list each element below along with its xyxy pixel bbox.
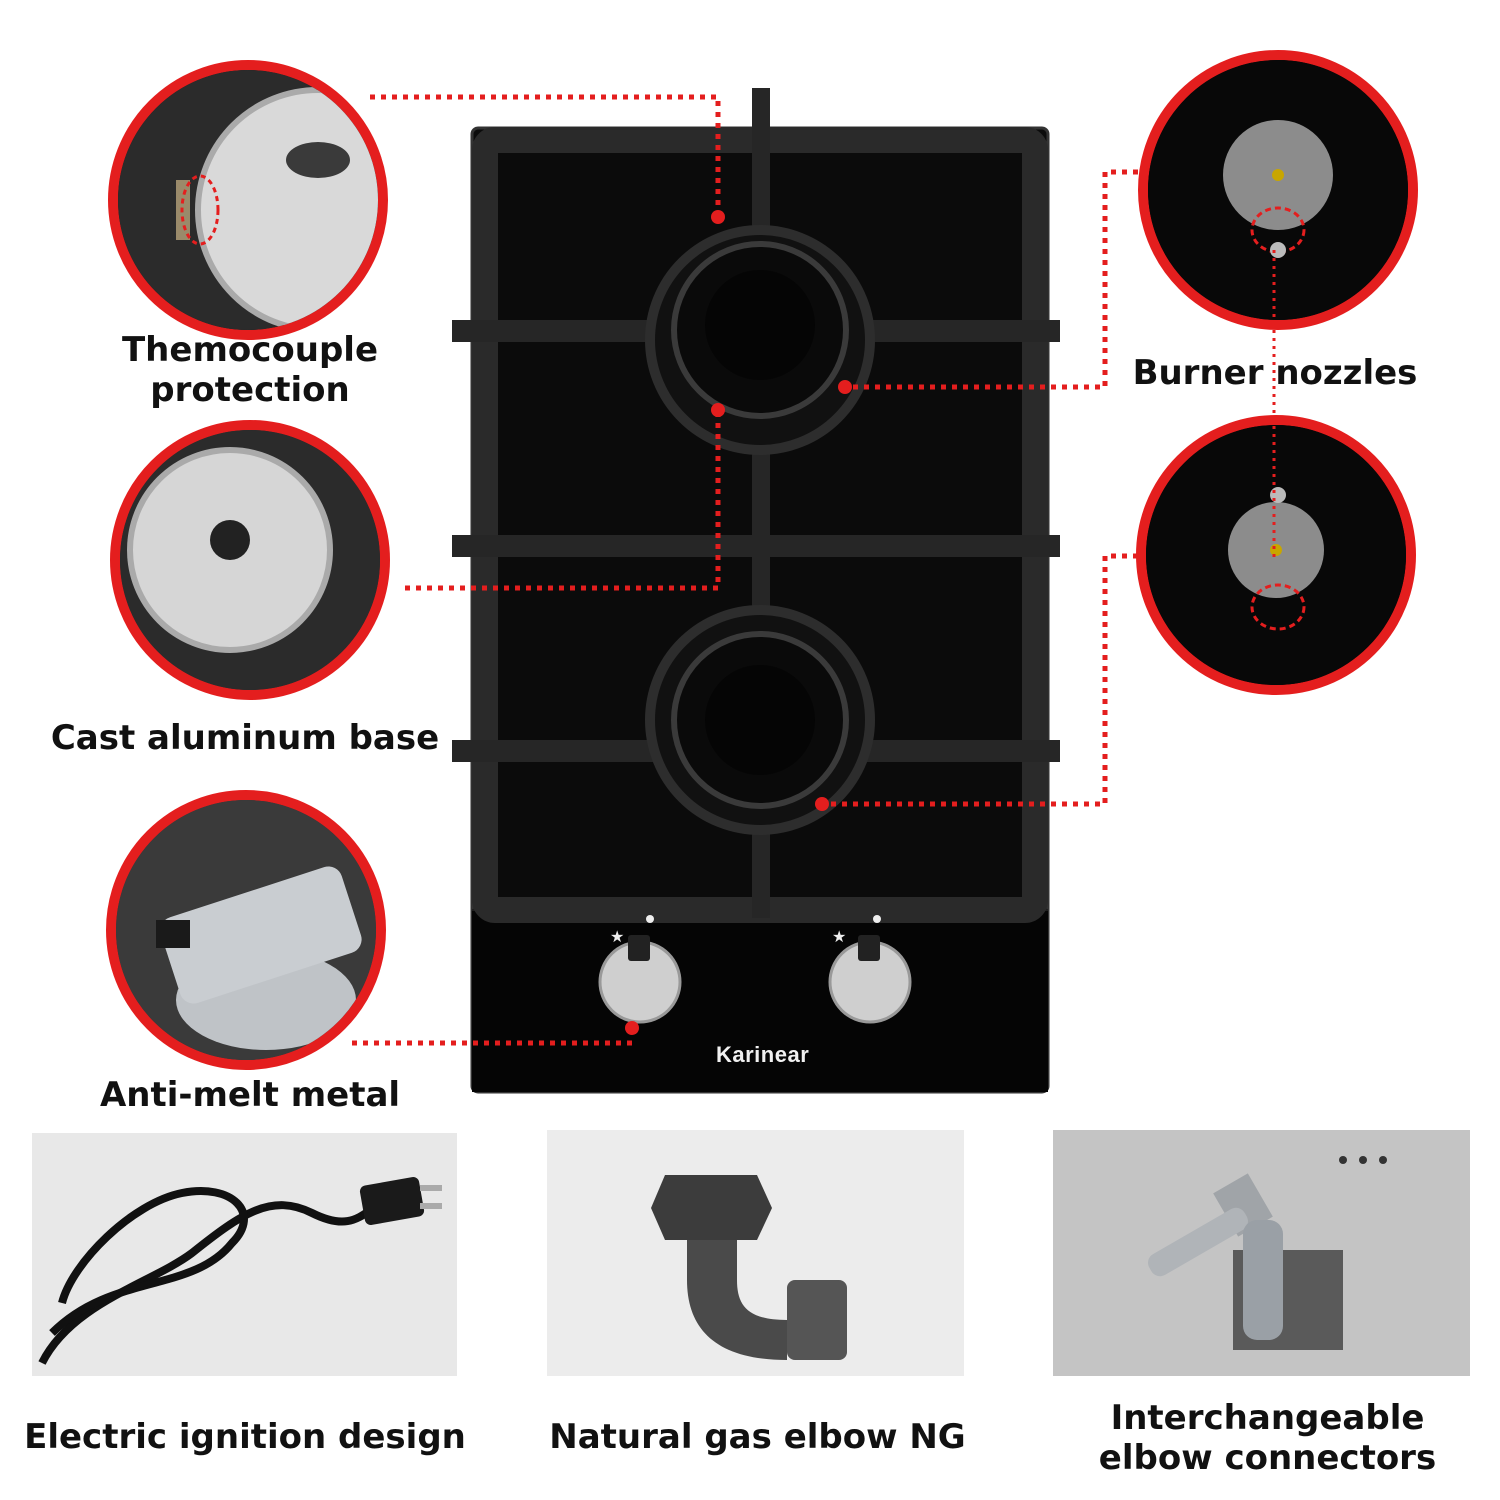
gas-elbow-photo — [547, 1130, 964, 1376]
interchangeable-elbow-label: Interchangeable elbow connectors — [1098, 1398, 1437, 1478]
burner-nozzle-photo-top — [1138, 50, 1418, 330]
anti-melt-metal-photo — [106, 790, 386, 1070]
interchangeable-elbow-photo — [1053, 1130, 1470, 1376]
burner-top — [645, 225, 875, 455]
cast-aluminum-base-photo — [110, 420, 390, 700]
cooktop-illustration: ★ ★ — [452, 88, 1060, 1094]
burner-nozzle-photo-bottom — [1136, 415, 1416, 695]
power-cord-photo — [32, 1133, 457, 1376]
knob-right: ★ — [828, 915, 912, 1024]
natural-gas-elbow-label: Natural gas elbow NG — [549, 1417, 966, 1457]
control-panel — [472, 910, 1048, 1092]
knob-left: ★ — [598, 915, 682, 1024]
thermocouple-label: Themocouple protection — [121, 330, 378, 410]
electric-ignition-label: Electric ignition design — [24, 1417, 466, 1457]
brand-logo: Karinear — [716, 1042, 810, 1067]
svg-text:★: ★ — [610, 927, 624, 946]
thermocouple-photo — [108, 60, 388, 340]
svg-text:★: ★ — [832, 927, 846, 946]
burner-nozzles-label: Burner nozzles — [1132, 353, 1418, 393]
anti-melt-metal-label: Anti-melt metal — [99, 1075, 401, 1115]
burner-bottom — [645, 605, 875, 835]
cast-aluminum-base-label: Cast aluminum base — [50, 718, 440, 758]
